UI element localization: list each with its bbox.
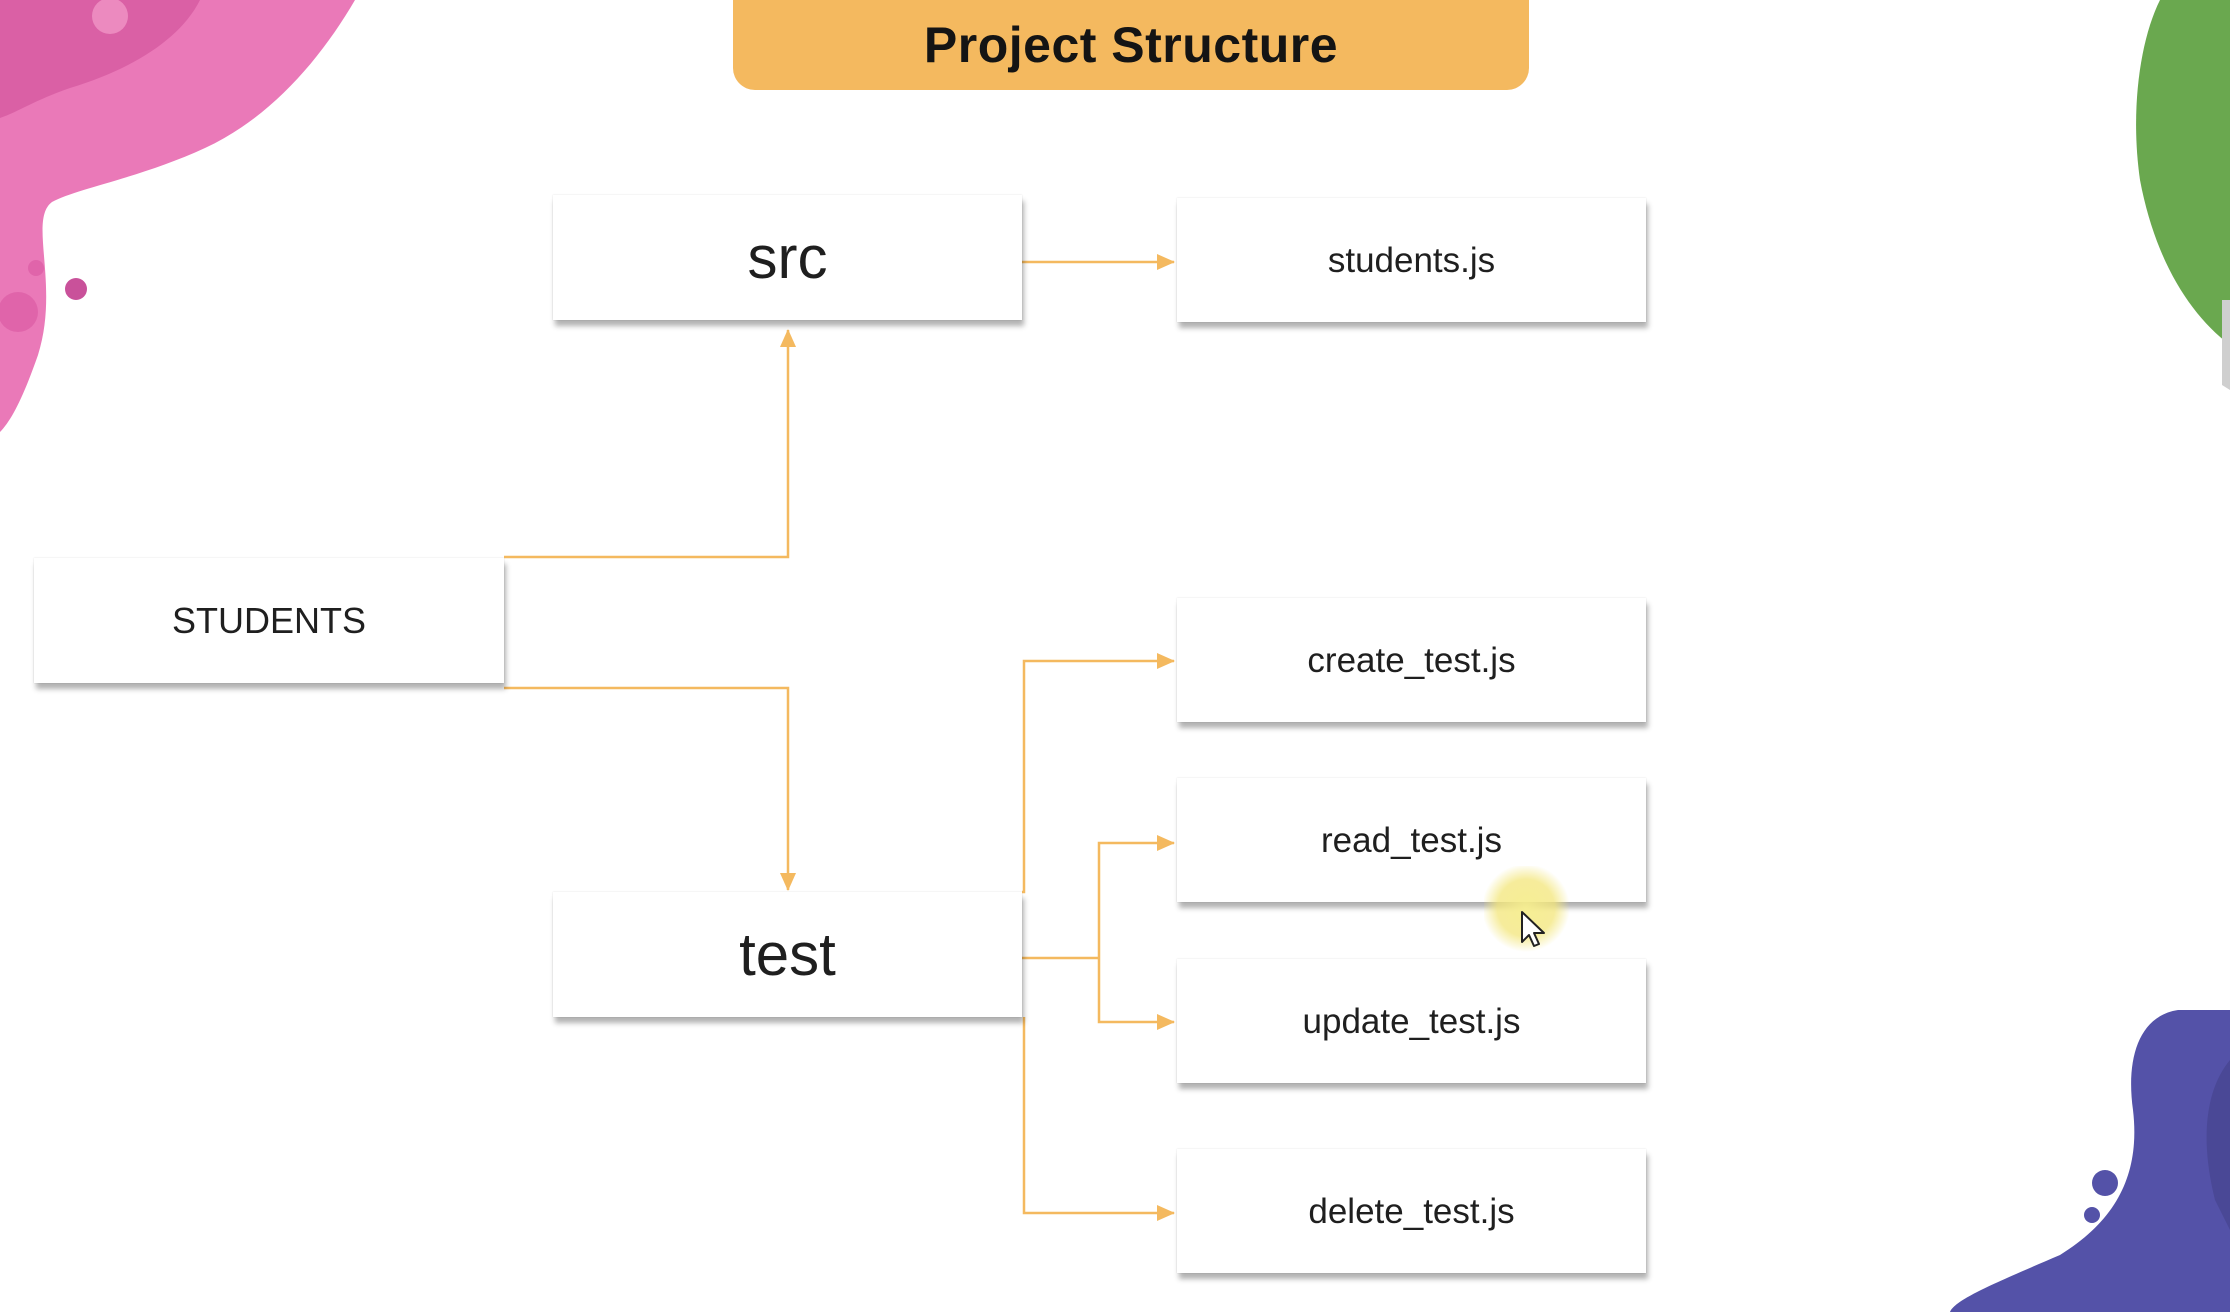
node-src: src xyxy=(553,195,1022,320)
mouse-pointer xyxy=(1482,864,1574,961)
pink-blob-top-left xyxy=(0,0,355,432)
connector-students-to-test xyxy=(504,686,796,891)
node-create-test-js: create_test.js xyxy=(1177,598,1646,722)
node-update-test-js-label: update_test.js xyxy=(1302,1001,1521,1041)
node-students-js: students.js xyxy=(1177,198,1646,322)
node-src-label: src xyxy=(747,223,828,291)
node-create-test-js-label: create_test.js xyxy=(1307,640,1516,680)
node-read-test-js-label: read_test.js xyxy=(1321,820,1502,860)
connector-test-to-create xyxy=(1022,653,1175,894)
connector-test-to-update xyxy=(1097,958,1175,1030)
purple-blob-bottom-right xyxy=(1950,1010,2230,1312)
node-delete-test-js-label: delete_test.js xyxy=(1308,1191,1515,1231)
node-update-test-js: update_test.js xyxy=(1177,959,1646,1083)
connector-test-to-delete xyxy=(1022,1017,1175,1221)
connector-students-to-src xyxy=(504,329,796,559)
title-bar: Project Structure xyxy=(733,0,1529,90)
node-students-js-label: students.js xyxy=(1327,240,1496,280)
node-delete-test-js: delete_test.js xyxy=(1177,1149,1646,1273)
mouse-pointer-icon xyxy=(1482,864,1570,952)
node-test: test xyxy=(553,892,1022,1017)
slide-title: Project Structure xyxy=(923,17,1339,73)
green-blob-top-right xyxy=(2136,0,2230,390)
node-students: STUDENTS xyxy=(34,558,504,683)
connector-test-to-read xyxy=(1097,835,1175,958)
node-test-label: test xyxy=(739,920,836,988)
node-students-label: STUDENTS xyxy=(171,599,366,641)
node-read-test-js: read_test.js xyxy=(1177,778,1646,902)
